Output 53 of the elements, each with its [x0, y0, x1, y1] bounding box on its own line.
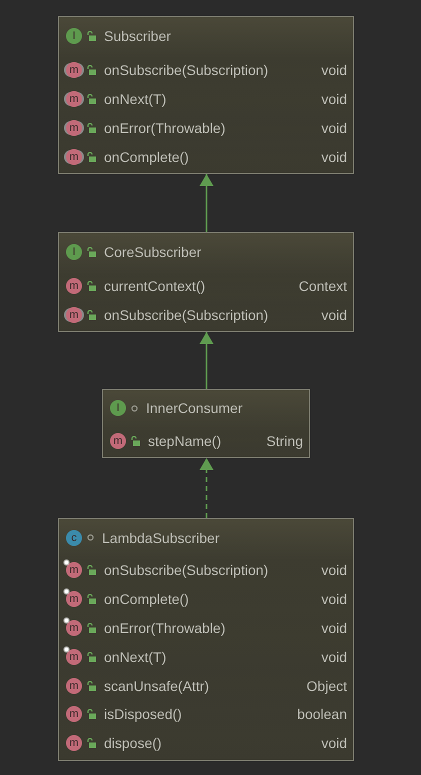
method-icon: m: [66, 90, 82, 106]
method-signature: onComplete(): [104, 148, 189, 164]
class-name: Subscriber: [104, 28, 171, 44]
return-type: void: [321, 62, 347, 78]
method-signature: isDisposed(): [104, 706, 182, 722]
class-box: [58, 16, 354, 174]
method-icon: m: [66, 278, 82, 294]
return-type: void: [321, 591, 347, 608]
return-type: void: [321, 90, 347, 106]
method-icon: m: [66, 62, 82, 78]
return-type: boolean: [297, 706, 347, 722]
return-type: void: [321, 562, 347, 578]
return-type: void: [321, 648, 347, 665]
method-signature: onSubscribe(Subscription): [104, 62, 268, 78]
interface-icon: I: [110, 400, 126, 416]
return-type: void: [321, 735, 347, 752]
method-icon: m: [66, 306, 82, 322]
method-signature: onComplete(): [104, 591, 189, 608]
method-icon: m: [66, 706, 82, 722]
return-type: String: [266, 432, 303, 448]
class-box: [102, 389, 310, 458]
class-box: [58, 232, 354, 332]
method-icon: m: [66, 735, 82, 752]
method-icon: m: [110, 432, 126, 448]
method-signature: onSubscribe(Subscription): [104, 306, 268, 322]
return-type: void: [321, 120, 347, 136]
method-signature: currentContext(): [104, 278, 206, 294]
interface-icon: I: [66, 28, 82, 44]
method-icon: m: [66, 148, 82, 164]
class-box: [58, 518, 354, 761]
class-name: InnerConsumer: [146, 400, 242, 416]
class-icon: c: [66, 530, 82, 546]
class-name: CoreSubscriber: [104, 244, 202, 260]
method-signature: scanUnsafe(Attr): [104, 678, 210, 694]
method-signature: dispose(): [104, 735, 162, 752]
method-signature: onError(Throwable): [104, 120, 226, 136]
method-icon: m: [66, 678, 82, 694]
method-signature: onNext(T): [104, 90, 166, 106]
method-icon: m: [66, 120, 82, 136]
method-signature: onNext(T): [104, 648, 166, 665]
return-type: void: [321, 620, 347, 636]
return-type: void: [321, 148, 347, 164]
method-signature: onSubscribe(Subscription): [104, 562, 268, 578]
inheritance-arrow: [200, 332, 214, 389]
method-signature: stepName(): [148, 432, 222, 448]
return-type: void: [321, 306, 347, 322]
return-type: Object: [306, 678, 347, 694]
return-type: Context: [298, 278, 347, 294]
method-signature: onError(Throwable): [104, 620, 226, 636]
realization-arrow: [200, 458, 214, 518]
class-name: LambdaSubscriber: [102, 530, 220, 546]
inheritance-arrow: [200, 174, 214, 232]
interface-icon: I: [66, 244, 82, 260]
